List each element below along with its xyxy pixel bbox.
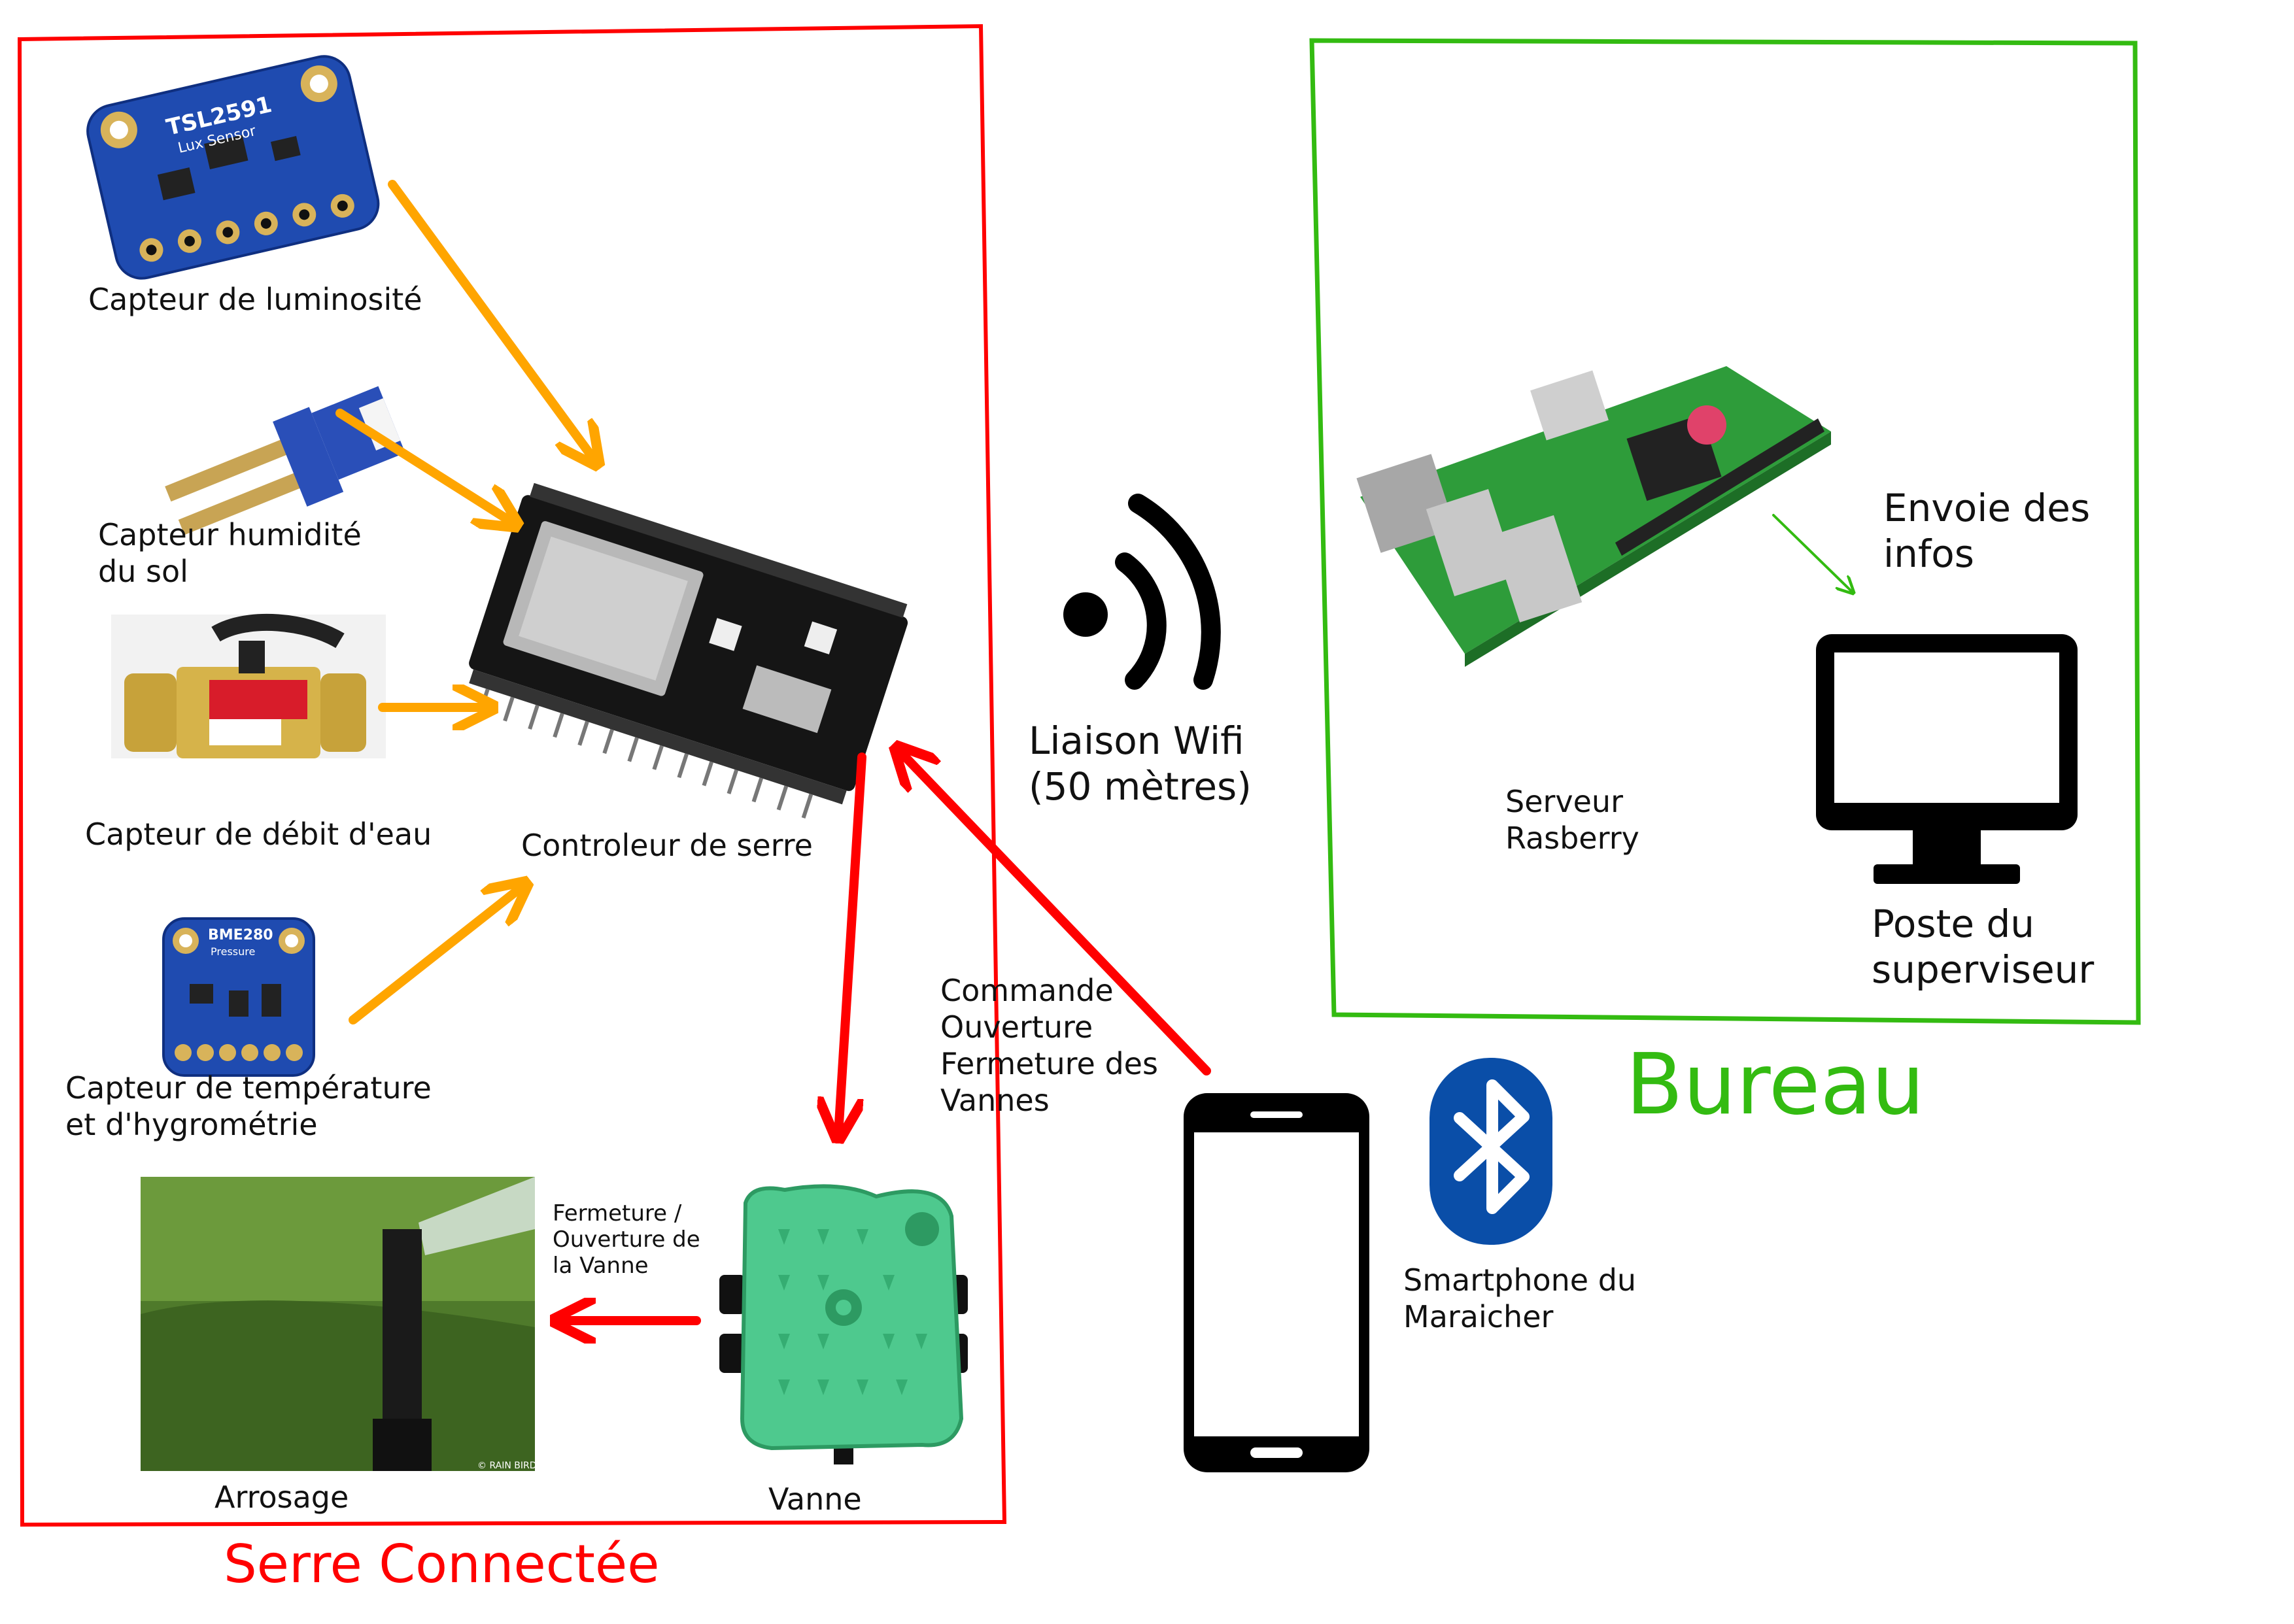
label-vanne-commande: Fermeture / Ouverture de la Vanne xyxy=(553,1200,700,1279)
label-controleur: Controleur de serre xyxy=(521,828,813,863)
arrow-humidite-to-controleur xyxy=(335,409,513,523)
arrow-controleur-to-vanne xyxy=(838,753,866,1134)
flow-sensor-image xyxy=(111,613,386,758)
label-commande-vannes: Commande Ouverture Fermeture des Vannes xyxy=(940,973,1158,1118)
label-vanne: Vanne xyxy=(768,1481,862,1517)
arrow-luminosite-to-controleur xyxy=(388,180,595,461)
wifi-icon xyxy=(1063,494,1221,690)
svg-text:BME280: BME280 xyxy=(208,927,273,943)
raspberry-pi-image xyxy=(1356,366,1831,667)
label-capteur-humidite-sol: Capteur humidité du sol xyxy=(98,517,362,589)
arrow-smartphone-to-controleur xyxy=(899,751,1211,1075)
serre-zone-border xyxy=(17,24,1007,1527)
bureau-zone-border xyxy=(1309,38,2141,1025)
arrosage-credit: © RAIN BIRD xyxy=(477,1461,536,1471)
label-capteur-luminosite: Capteur de luminosité xyxy=(88,282,422,317)
soil-moisture-sensor-image xyxy=(165,386,405,535)
valve-image xyxy=(719,1184,968,1464)
label-arrosage: Arrosage xyxy=(214,1480,349,1515)
bluetooth-icon xyxy=(1429,1058,1552,1245)
svg-text:Pressure: Pressure xyxy=(211,945,255,958)
label-liaison-wifi: Liaison Wifi (50 mètres) xyxy=(1029,719,1252,809)
bureau-zone-title: Bureau xyxy=(1626,1036,1925,1134)
label-serveur: Serveur Rasberry xyxy=(1505,784,1639,856)
label-smartphone: Smartphone du Maraicher xyxy=(1403,1262,1637,1334)
serre-zone-title: Serre Connectée xyxy=(224,1534,660,1595)
label-capteur-debit: Capteur de débit d'eau xyxy=(85,817,432,852)
monitor-icon xyxy=(1816,634,2078,884)
sprinkler-image: © RAIN BIRD xyxy=(141,1177,536,1471)
arrow-serveur-to-poste xyxy=(1772,514,1852,592)
arrow-temperature-to-controleur xyxy=(349,886,523,1024)
label-capteur-temperature: Capteur de température et d'hygrométrie xyxy=(65,1070,432,1142)
label-envoie-infos: Envoie des infos xyxy=(1883,486,2091,576)
label-poste-superviseur: Poste du superviseur xyxy=(1872,902,2095,992)
esp32-board-image xyxy=(469,482,908,819)
bme280-board-image: BME280 Pressure xyxy=(162,917,315,1077)
tsl2591-board-image: TSL2591 Lux Sensor xyxy=(86,55,380,280)
smartphone-icon xyxy=(1184,1093,1369,1472)
